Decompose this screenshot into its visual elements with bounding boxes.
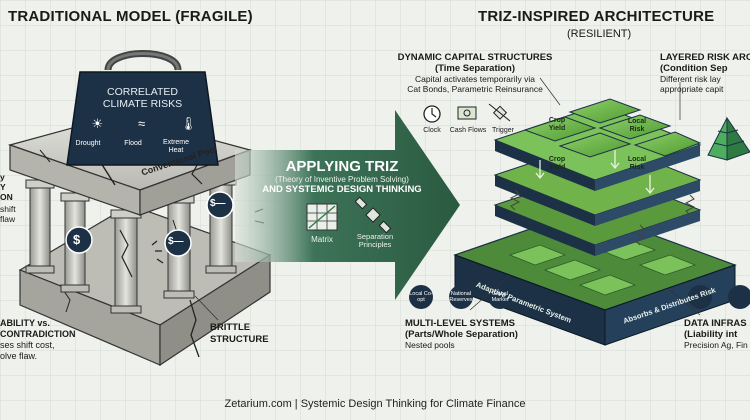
contradiction-l4: olve flaw. bbox=[0, 351, 38, 361]
tile-1-l1: Crop bbox=[548, 117, 566, 124]
triz-subtitle: (Theory of Inventive Problem Solving) bbox=[275, 175, 409, 184]
dyn-icon-label-clock: Clock bbox=[423, 127, 441, 134]
right-leaders bbox=[469, 77, 701, 316]
coins bbox=[65, 191, 234, 257]
local-coop-icon: Local Co-opt bbox=[409, 291, 433, 303]
data-sub: (Liability int bbox=[684, 329, 738, 340]
tool-label-separation: Separation Principles bbox=[356, 232, 394, 249]
tile-label-3: Crop Yield bbox=[537, 156, 577, 172]
risk-label-heat: Extreme Heat bbox=[162, 139, 190, 154]
national-icon: National Reserves bbox=[449, 291, 473, 303]
tile-label-1: Crop Yield bbox=[537, 117, 577, 133]
dynamic-desc-l1: Capital activates temporarily via bbox=[415, 74, 535, 84]
risk-pyramid bbox=[707, 116, 750, 161]
tile-3-l1: Crop bbox=[548, 156, 566, 163]
layered-block: LAYERED RISK ARC (Condition Sep Differen… bbox=[660, 52, 750, 94]
layered-desc-l1: Different risk lay bbox=[660, 74, 721, 84]
heat-icon: 🌡 bbox=[180, 116, 197, 131]
tile-2-l1: Local bbox=[627, 118, 647, 125]
cut-left-l4: shift bbox=[0, 204, 16, 214]
layer-stack bbox=[493, 104, 702, 256]
multi-desc: Nested pools bbox=[405, 340, 455, 350]
contradiction-block: ABILITY vs. CONTRADICTION ses shift cost… bbox=[0, 318, 76, 362]
spring-connectors bbox=[509, 189, 696, 246]
multi-title: MULTI-LEVEL SYSTEMS bbox=[405, 318, 515, 329]
cut-left-labels: y Y ON bbox=[0, 172, 13, 202]
data-desc: Precision Ag, Fin bbox=[684, 340, 748, 350]
contradiction-l2: CONTRADICTION bbox=[0, 329, 76, 339]
triz-title: APPLYING TRIZ bbox=[285, 158, 399, 175]
brittle-l2: STRUCTURE bbox=[210, 334, 269, 345]
dynamic-title: DYNAMIC CAPITAL STRUCTURES bbox=[397, 52, 553, 63]
data-title: DATA INFRAS bbox=[684, 318, 747, 329]
multi-sub: (Parts/Whole Separation) bbox=[405, 329, 518, 340]
cut-left-l3: ON bbox=[0, 192, 13, 202]
dynamic-desc-l2: Cat Bonds, Parametric Reinsurance bbox=[407, 84, 543, 94]
cut-left-l1: y bbox=[0, 172, 5, 182]
coin-symbol-3: $— bbox=[210, 198, 226, 209]
risk-box-title: CORRELATED CLIMATE RISKS bbox=[80, 86, 205, 110]
globe-icon: Global Market bbox=[491, 291, 509, 303]
top-tiles bbox=[523, 98, 702, 158]
base-platform bbox=[453, 209, 737, 346]
tile-3-l2: Yield bbox=[548, 164, 566, 171]
tile-4-l2: Risk bbox=[629, 164, 645, 171]
tile-4-l1: Local bbox=[627, 156, 647, 163]
contradiction-l3: ses shift cost, bbox=[0, 340, 55, 350]
tile-1-l2: Yield bbox=[548, 125, 566, 132]
dyn-icon-label-cash: Cash Flows bbox=[449, 127, 487, 134]
coin-symbol-1: $ bbox=[73, 232, 81, 247]
multi-block: MULTI-LEVEL SYSTEMS (Parts/Whole Separat… bbox=[405, 318, 545, 350]
footer: Zetarium.com | Systemic Design Thinking … bbox=[224, 398, 526, 410]
triz-title2: AND SYSTEMIC DESIGN THINKING bbox=[262, 184, 422, 195]
trigger-icon bbox=[488, 103, 511, 122]
dynamic-block: DYNAMIC CAPITAL STRUCTURES (Time Separat… bbox=[395, 52, 555, 94]
left-title: TRADITIONAL MODEL (FRAGILE) bbox=[8, 8, 253, 25]
flow-arrows bbox=[535, 150, 655, 195]
dyn-icon-label-trigger: Trigger bbox=[492, 127, 514, 134]
brittle-label: BRITTLE STRUCTURE bbox=[210, 322, 269, 346]
flood-icon: ≈ bbox=[137, 116, 146, 131]
cut-left-l2: Y bbox=[0, 182, 6, 192]
multi-icons bbox=[409, 285, 512, 309]
dynamic-sub: (Time Separation) bbox=[434, 63, 516, 74]
risk-label-flood: Flood bbox=[124, 140, 142, 147]
clock-icon bbox=[423, 105, 441, 123]
cash-icon bbox=[457, 106, 477, 120]
cut-left-desc: shift flaw bbox=[0, 204, 16, 224]
center-arrow bbox=[235, 110, 460, 300]
tile-label-4: Local Risk bbox=[617, 156, 657, 172]
tool-label-matrix: Matrix bbox=[311, 235, 333, 244]
leader-line bbox=[194, 295, 219, 321]
layered-desc-l2: appropriate capit bbox=[660, 84, 724, 94]
layered-title: LAYERED RISK ARC bbox=[660, 52, 750, 63]
risk-weight bbox=[66, 50, 219, 166]
data-icons bbox=[688, 285, 750, 309]
cut-left-l5: flaw bbox=[0, 214, 16, 224]
risk-label-drought: Drought bbox=[75, 140, 101, 147]
matrix-icon bbox=[306, 203, 338, 231]
coin-symbol-2: $— bbox=[168, 236, 184, 247]
data-block: DATA INFRAS (Liability int Precision Ag,… bbox=[684, 318, 750, 350]
tile-2-l2: Risk bbox=[629, 126, 645, 133]
risk-box-title-line1: CORRELATED bbox=[107, 86, 178, 98]
tile-label-2: Local Risk bbox=[617, 118, 657, 134]
risk-icons-row: ☀ ≈ 🌡 bbox=[74, 116, 214, 132]
layered-sub: (Condition Sep bbox=[660, 63, 728, 74]
brittle-l1: BRITTLE bbox=[210, 322, 251, 333]
contradiction-l1: ABILITY vs. bbox=[0, 318, 50, 328]
satellite-icon bbox=[354, 196, 392, 234]
risk-box-title-line2: CLIMATE RISKS bbox=[102, 98, 183, 110]
triz-block: APPLYING TRIZ (Theory of Inventive Probl… bbox=[262, 158, 422, 195]
right-title: TRIZ-INSPIRED ARCHITECTURE bbox=[478, 8, 715, 25]
drought-icon: ☀ bbox=[91, 116, 104, 131]
right-subtitle: (RESILIENT) bbox=[567, 28, 632, 40]
